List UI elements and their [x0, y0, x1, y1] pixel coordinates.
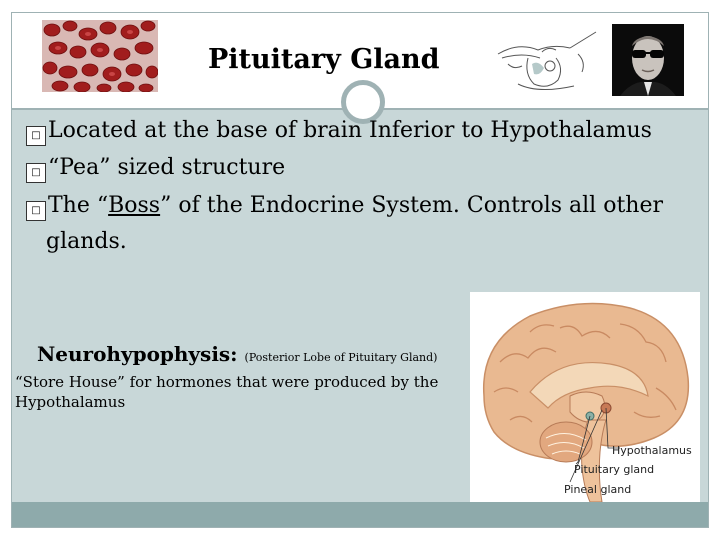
brain-diagram-image: Hypothalamus Pituitary gland Pineal glan…	[470, 292, 700, 503]
pineal-gland-label: Pineal gland	[564, 483, 632, 496]
subsection-title: Neurohypophysis:	[37, 342, 238, 366]
bullet-text-post: ” of the Endocrine System. Controls all …	[160, 193, 664, 218]
slide-title: Pituitary Gland	[208, 44, 440, 75]
ring-ornament	[341, 80, 385, 124]
slide-frame	[11, 12, 709, 528]
bullet-text: “Pea” sized structure	[48, 155, 286, 180]
bullet-icon: □	[26, 201, 46, 221]
bullet-icon: □	[26, 126, 46, 146]
bullet-boss: □The “Boss” of the Endocrine System. Con…	[26, 193, 663, 221]
blood-cells-image	[42, 20, 158, 92]
bullet-location: □Located at the base of brain Inferior t…	[26, 118, 652, 146]
subsection-text: “Store House” for hormones that were pro…	[15, 373, 439, 411]
bullet-text-pre: The “	[48, 193, 109, 218]
bullet-continuation: glands.	[46, 229, 127, 254]
bullet-icon: □	[26, 163, 46, 183]
footer-band	[12, 502, 708, 527]
hypothalamus-label: Hypothalamus	[612, 444, 692, 457]
cartoon-figure-image	[478, 24, 606, 96]
neurohypophysis-heading: Neurohypophysis: (Posterior Lobe of Pitu…	[37, 342, 437, 366]
pituitary-gland-label: Pituitary gland	[574, 463, 655, 476]
bullet-text: Located at the base of brain Inferior to…	[48, 118, 652, 143]
bullet-text-boss: Boss	[108, 193, 161, 218]
subsection-note: (Posterior Lobe of Pituitary Gland)	[244, 351, 438, 364]
bullet-size: □“Pea” sized structure	[26, 155, 285, 183]
man-in-sunglasses-image	[612, 24, 684, 96]
brain-drawing	[470, 292, 700, 503]
